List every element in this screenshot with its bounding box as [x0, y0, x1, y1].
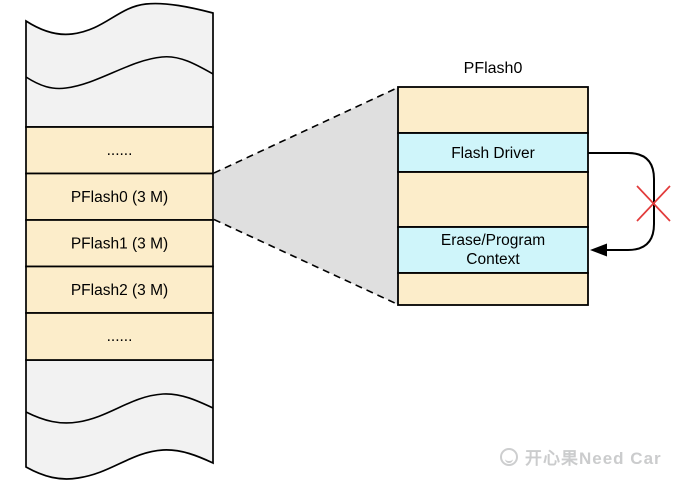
memory-row-pflash0: PFlash0 (3 M) — [25, 172, 214, 221]
zoom-cone-fill — [214, 87, 398, 305]
forbidden-cross-icon — [636, 185, 671, 222]
zoom-cone — [213, 86, 399, 306]
flash-driver-cell: Flash Driver — [397, 132, 589, 173]
arrow-path — [588, 152, 655, 251]
memory-row-pflash2-cell — [25, 265, 214, 314]
flash-driver-rect — [397, 132, 589, 173]
detail-box: PFlash0 Flash Driver Erase/Program Conte… — [397, 60, 589, 306]
memory-wave-top-divider — [25, 55, 214, 90]
watermark-smiley-icon — [500, 447, 518, 466]
memory-wave-bottom-divider — [25, 393, 214, 424]
memory-row-label: PFlash1 (3 M) — [71, 236, 168, 253]
memory-row-ellipsis-bottom-cell — [25, 312, 214, 361]
memory-row-pflash1: PFlash1 (3 M) — [25, 219, 214, 268]
memory-row-pflash1-cell — [25, 219, 214, 268]
memory-row-ellipsis-top-cell — [25, 126, 214, 175]
flash-to-context-arrow — [588, 152, 655, 257]
erase-context-cell: Erase/Program Context — [397, 226, 589, 274]
cross-stroke-2 — [636, 185, 671, 222]
memory-row-pflash2: PFlash2 (3 M) — [25, 265, 214, 314]
memory-row-pflash0-cell — [25, 172, 214, 221]
watermark: 开心果Need Car — [500, 444, 662, 469]
erase-context-label-line2: Context — [466, 251, 520, 268]
zoom-cone-bottom-dashed-line — [213, 218, 399, 306]
memory-column: ...... PFlash0 (3 M) PFlash1 (3 M) PFlas… — [25, 2, 214, 480]
zoom-cone-top-dashed-line — [213, 86, 399, 174]
memory-row-label: PFlash0 (3 M) — [71, 189, 168, 206]
arrowhead-icon — [590, 243, 607, 257]
memory-row-label: ...... — [107, 328, 133, 345]
memory-row-ellipsis-bottom: ...... — [25, 312, 214, 361]
memory-row-label: ...... — [107, 142, 133, 159]
memory-row-ellipsis-top: ...... — [25, 126, 214, 175]
detail-row-spacer-1 — [397, 86, 589, 134]
memory-wave-top — [25, 2, 214, 128]
memory-row-label: PFlash2 (3 M) — [71, 282, 168, 299]
flash-driver-label: Flash Driver — [451, 145, 535, 162]
detail-row-spacer-3 — [397, 272, 589, 306]
erase-context-label-line1: Erase/Program — [441, 232, 545, 249]
memory-wave-bottom — [25, 359, 214, 480]
detail-row-spacer-2 — [397, 171, 589, 228]
watermark-text: 开心果Need Car — [525, 449, 662, 468]
detail-box-title: PFlash0 — [464, 60, 523, 77]
